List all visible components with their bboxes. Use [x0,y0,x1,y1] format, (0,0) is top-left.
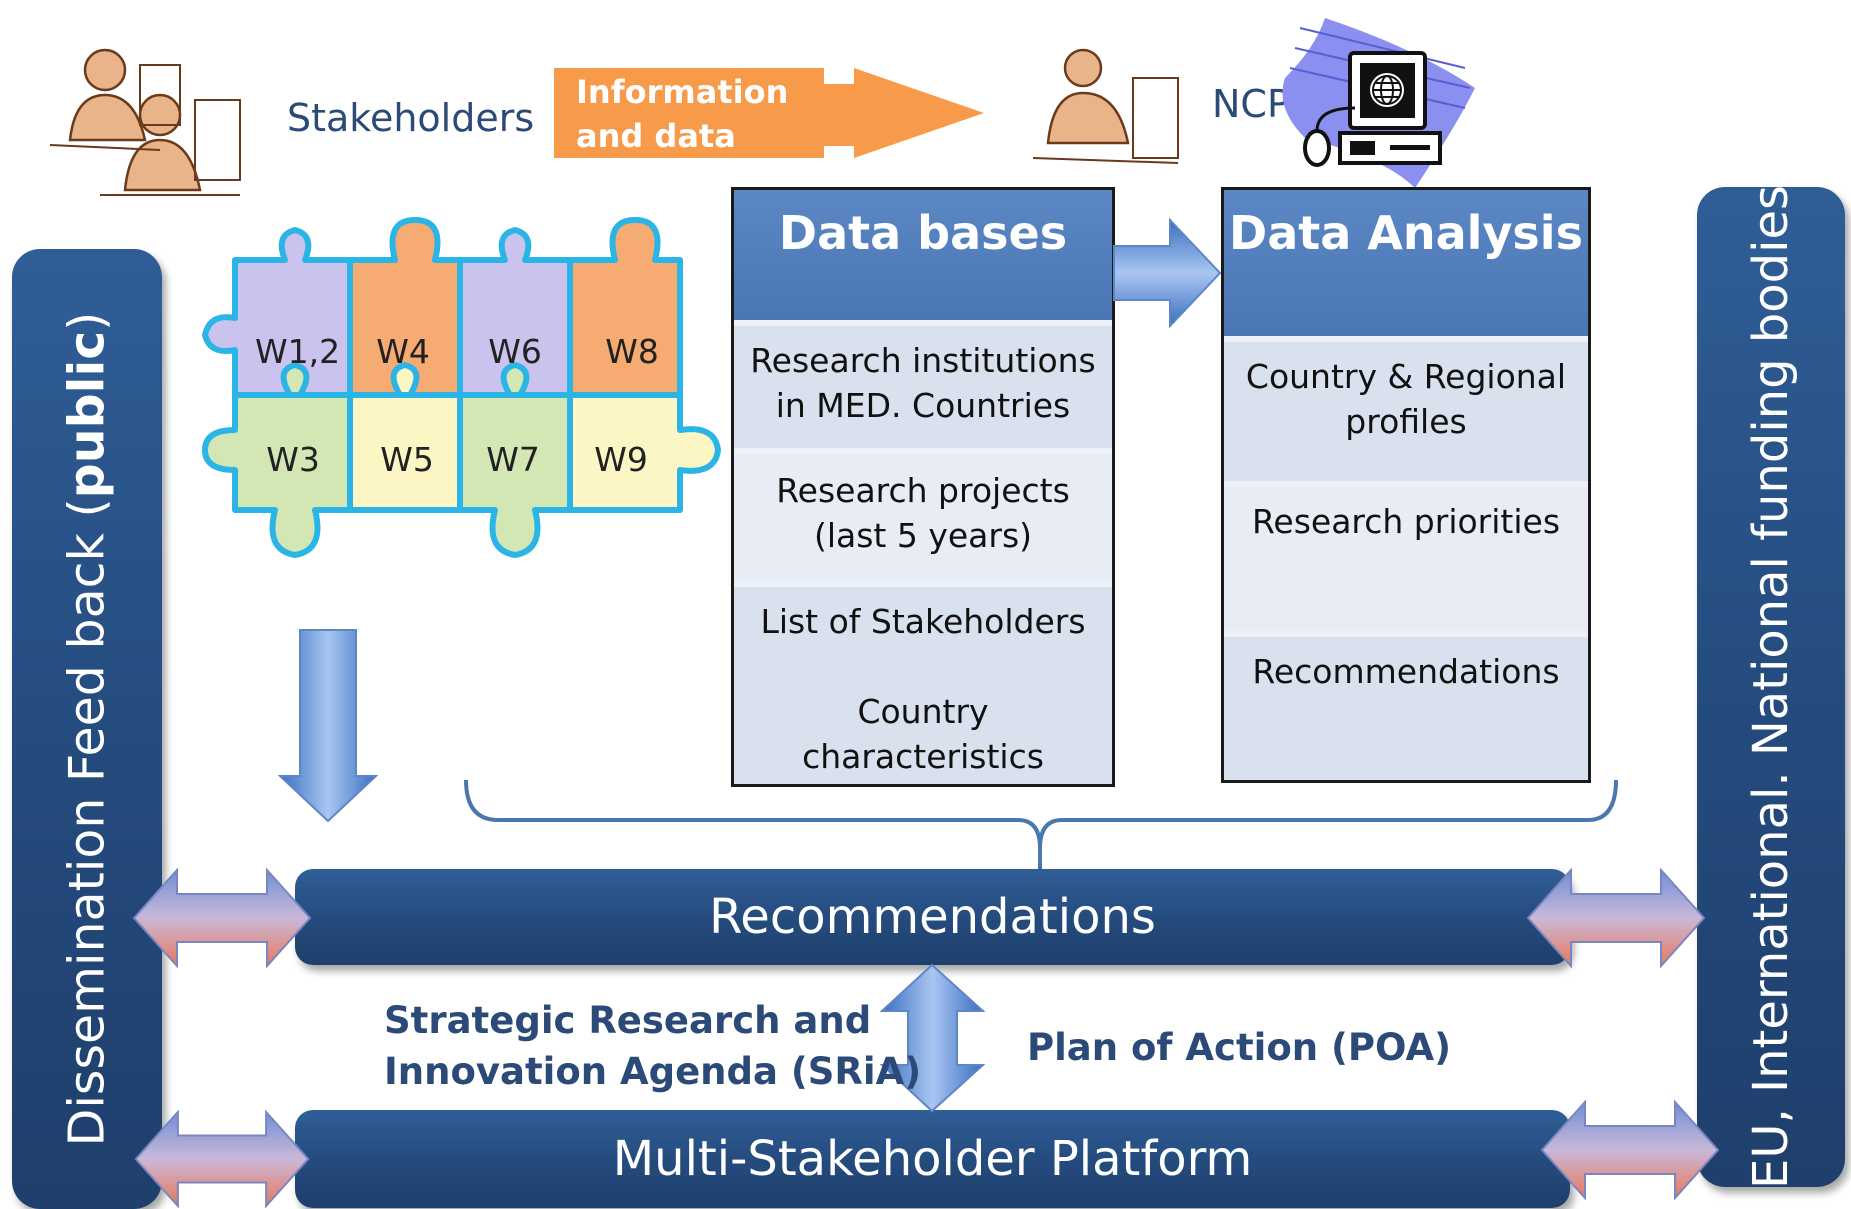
puzzle-piece-w9 [567,392,721,513]
stakeholders-label: Stakeholders [287,96,535,140]
databases-title: Data bases [734,190,1112,320]
sria-label: Strategic Research and Innovation Agenda… [384,999,922,1093]
funding-bodies-label: EU, International. National funding bodi… [1743,185,1799,1189]
puzzle-piece-w7 [457,392,573,558]
double-arrow-icon [132,868,312,968]
puzzle-label-w8: W8 [605,332,659,371]
puzzle-label-w4: W4 [376,332,430,371]
puzzle-piece-w3 [202,392,353,558]
double-arrow-icon [134,1110,310,1208]
puzzle-piece-w8 [567,217,683,398]
ncp-person-icon [1032,48,1179,164]
puzzle-label-w9: W9 [594,440,648,479]
poa-label: Plan of Action (POA) [1027,1026,1452,1069]
recommendations-bar: Recommendations [295,869,1570,965]
information-arrow [554,68,984,158]
puzzle-label-w12: W1,2 [255,332,341,371]
recommendations-bar-label: Recommendations [709,889,1156,945]
vertical-double-arrow-icon [880,963,985,1113]
double-arrow-icon [1526,868,1706,968]
puzzle-label-w7: W7 [486,440,540,479]
puzzle-piece-w6 [457,227,573,398]
funding-bodies-bar: EU, International. National funding bodi… [1697,185,1845,1189]
computer-globe-icon [1282,18,1475,188]
platform-bar-label: Multi-Stakeholder Platform [612,1131,1253,1187]
analysis-cell-recommendations: Recommendations [1224,631,1588,774]
dissemination-label: Dissemination Feed back (public) [58,311,116,1147]
dissemination-bar: Dissemination Feed back (public) [12,249,162,1209]
right-arrow-icon [1113,218,1222,328]
brace-icon [464,779,1618,870]
double-arrow-icon [1540,1100,1720,1200]
puzzle-label-w5: W5 [380,440,434,479]
platform-bar: Multi-Stakeholder Platform [295,1110,1570,1208]
databases-cell-projects: Research projects(last 5 years) [734,448,1112,581]
puzzle-label-w6: W6 [488,332,542,371]
analysis-title: Data Analysis [1224,190,1588,336]
stakeholders-people-icon [49,48,241,196]
puzzle-piece-w4 [347,217,463,398]
information-arrow-label: Information and data [576,73,789,155]
databases-cell-stakeholders: List of Stakeholders Country characteris… [734,581,1112,778]
ncp-label: NCP [1212,82,1290,126]
puzzle-label-w3: W3 [266,440,320,479]
analysis-cell-priorities: Research priorities [1224,481,1588,631]
down-arrow-icon [278,629,378,823]
puzzle-graphic [202,217,721,558]
